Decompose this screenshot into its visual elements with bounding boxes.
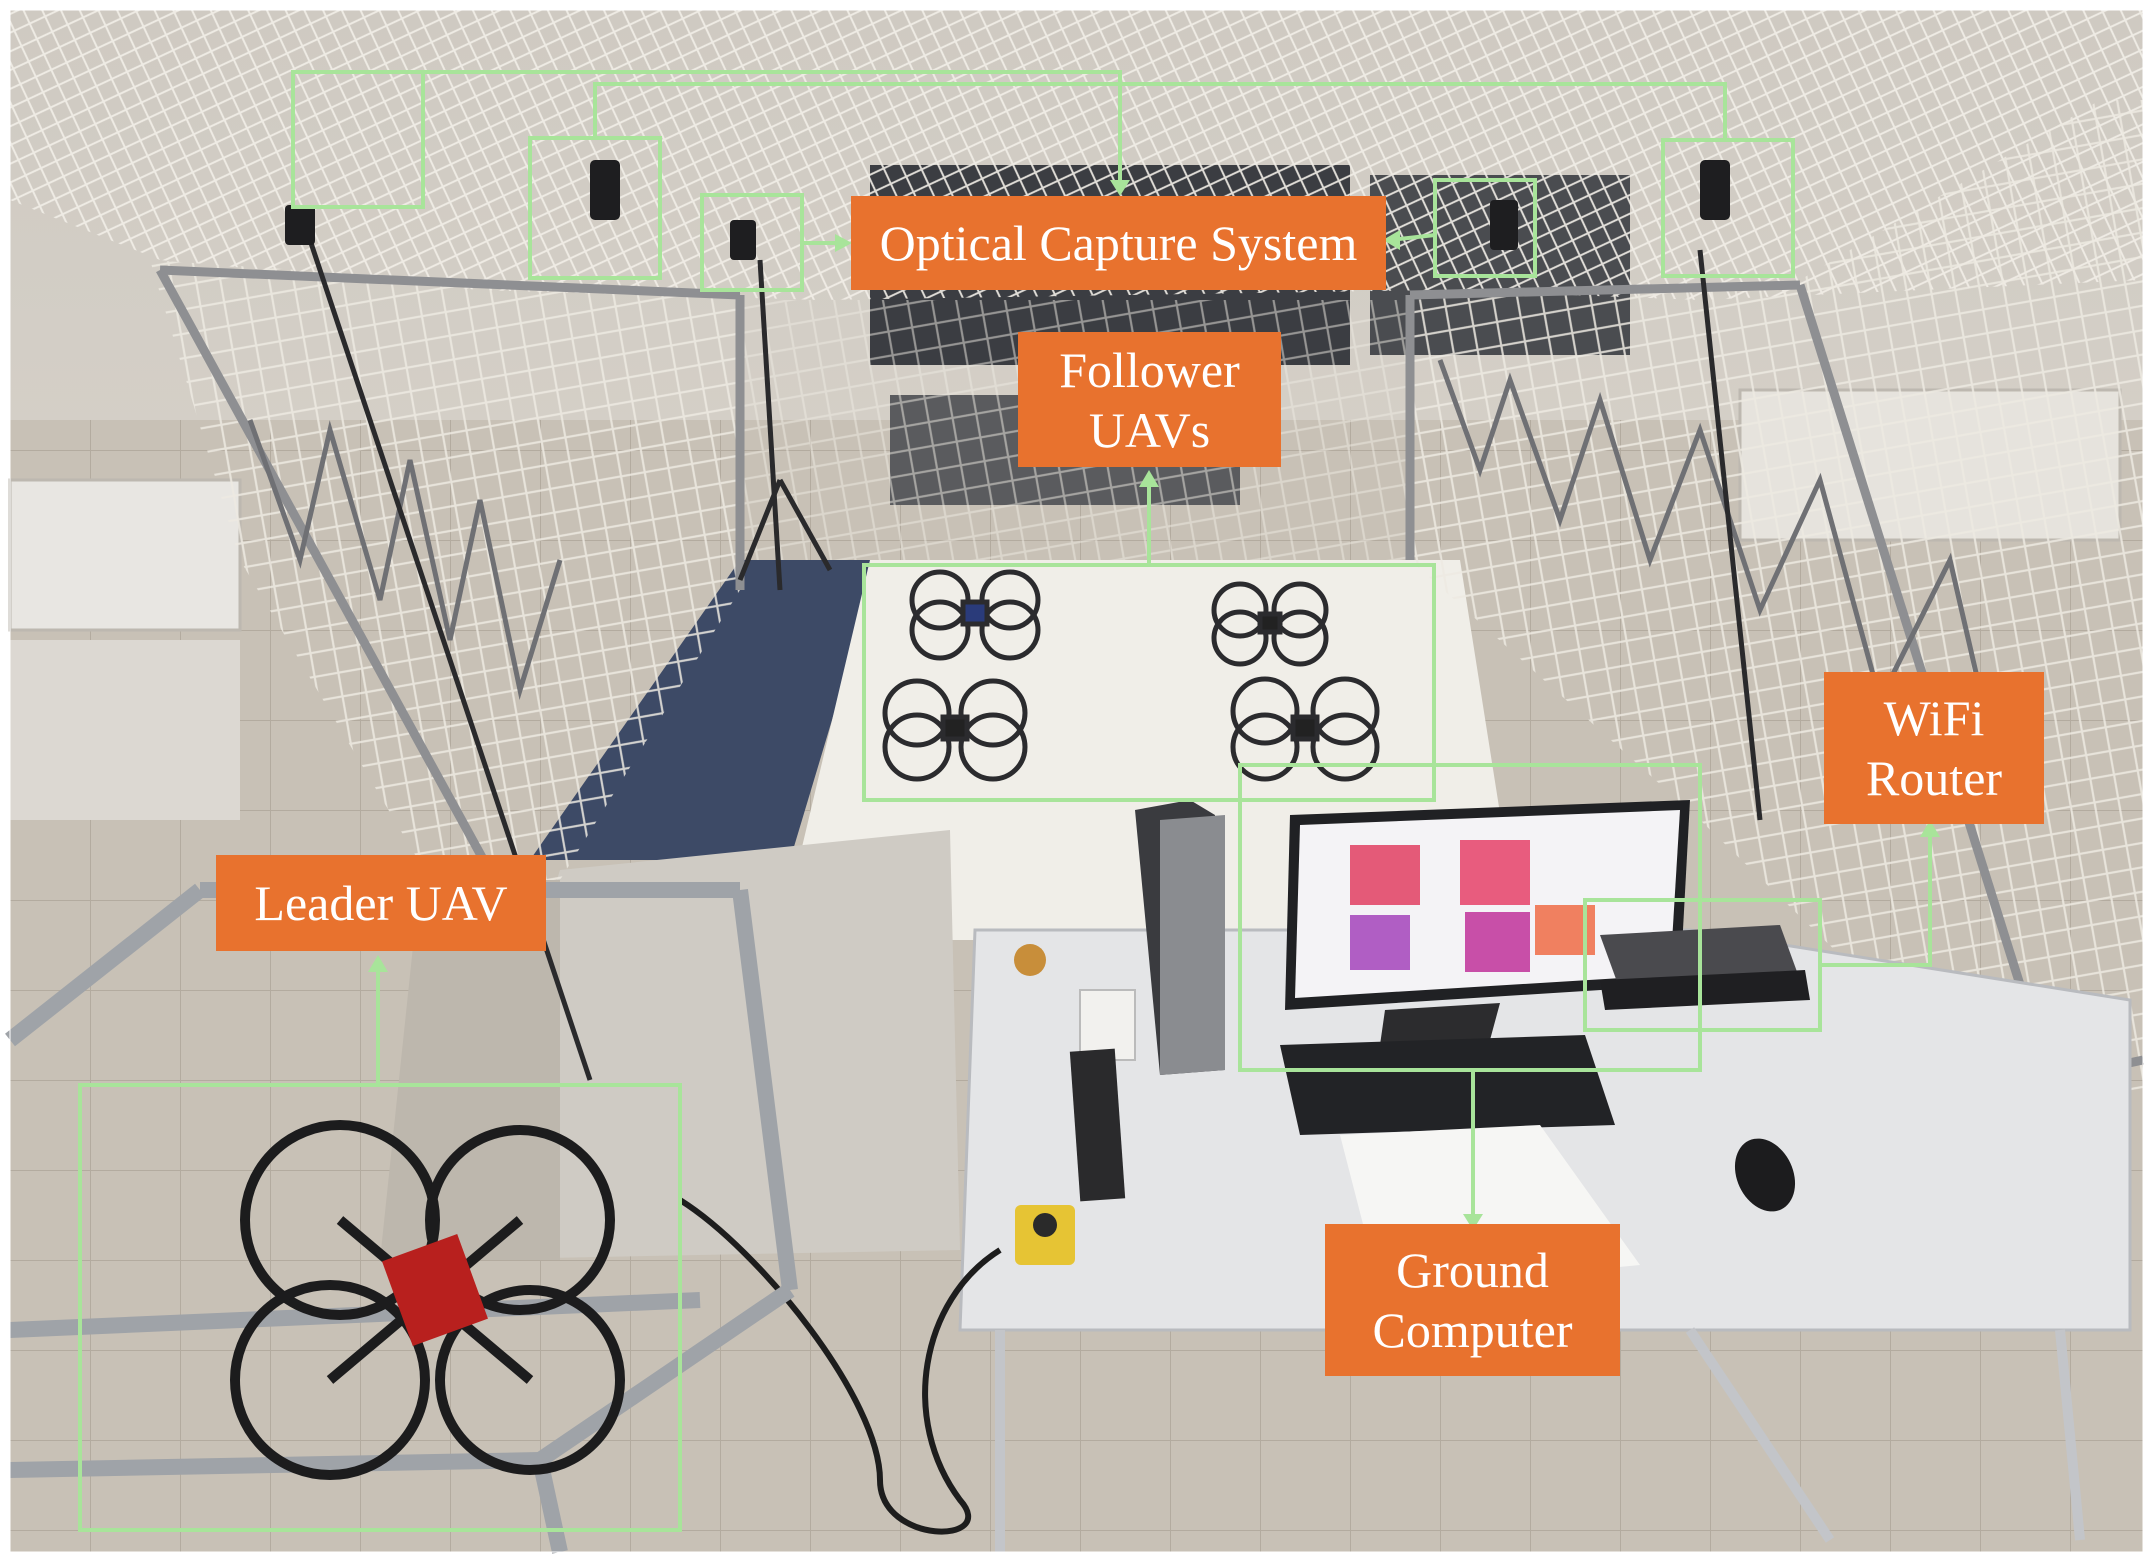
controller-stick	[1069, 1048, 1126, 1202]
connector-lines	[376, 70, 1932, 1225]
grey-mat-left	[380, 880, 560, 1260]
connector-arrowheads	[368, 180, 1940, 1230]
monitor-stand	[1380, 1003, 1500, 1045]
grey-mat	[440, 830, 960, 1260]
glue-bottle	[1014, 944, 1046, 976]
net-left-wall	[150, 260, 740, 880]
ground-computer-label: Ground Computer	[1325, 1224, 1620, 1376]
camera-box-4	[1433, 178, 1537, 278]
follower-uavs-label: Follower UAVs	[1018, 332, 1281, 467]
follower-drones	[882, 569, 1380, 782]
ceiling-cameras	[285, 160, 1730, 260]
leader-drone	[230, 1120, 625, 1480]
pc-tower-front	[1160, 815, 1225, 1075]
net-right-wall	[1410, 100, 2143, 1100]
photo-border	[9, 9, 2144, 1553]
keyboard	[1280, 1035, 1615, 1135]
leader-uav-label: Leader UAV	[216, 855, 546, 951]
camera-box-1	[291, 70, 425, 209]
box-item	[1079, 989, 1136, 1061]
leader-drone-body	[382, 1234, 488, 1346]
cables	[678, 1197, 1002, 1535]
router-base	[1600, 970, 1810, 1010]
screen-content	[1350, 840, 1595, 972]
left-desk-base	[10, 640, 240, 820]
emergency-button	[1033, 1213, 1057, 1237]
mouse	[1734, 1138, 1796, 1212]
optical-capture-system-label: Optical Capture System	[851, 196, 1386, 290]
left-desk	[8, 478, 242, 632]
computer-box	[1238, 763, 1702, 1072]
wifi-router-label: WiFi Router	[1824, 672, 2044, 824]
camera-box-5	[1661, 138, 1795, 278]
table-legs	[995, 1327, 2085, 1552]
